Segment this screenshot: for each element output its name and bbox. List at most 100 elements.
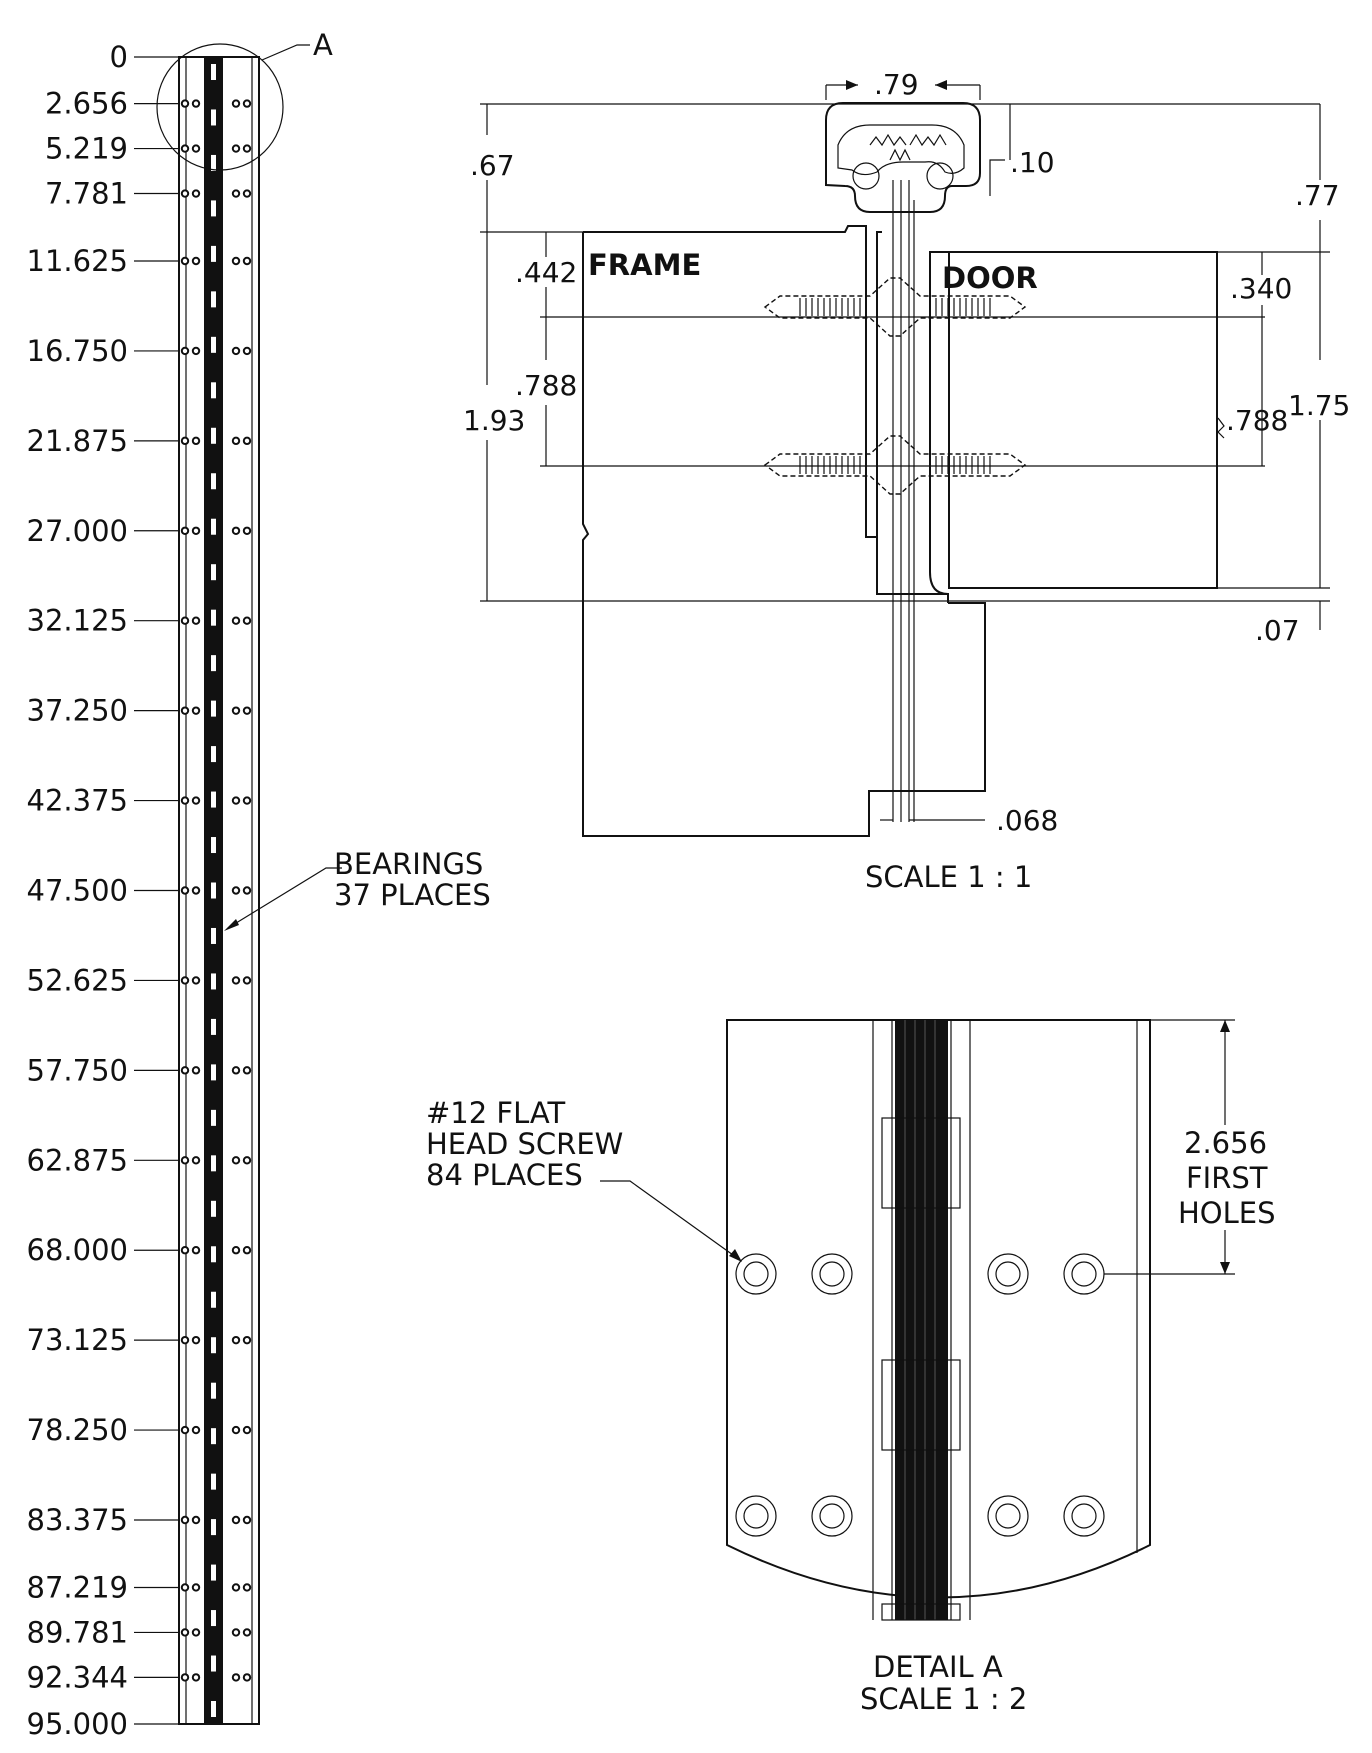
screw-note-line1: #12 FLAT [426, 1096, 566, 1130]
bearing-mark [211, 1018, 216, 1035]
screw-hole [191, 1628, 201, 1637]
screw-hole [242, 189, 252, 198]
screw-hole [231, 616, 241, 625]
detail-scale: SCALE 1 : 2 [860, 1682, 1027, 1716]
screw-hole [180, 616, 190, 625]
bearing-mark [211, 291, 216, 308]
bearing-marks [211, 64, 216, 1717]
screw-hole [231, 706, 241, 715]
screw-hole [180, 796, 190, 805]
bearing-mark [211, 837, 216, 854]
screw-hole [242, 1628, 252, 1637]
screw-hole [180, 1583, 190, 1592]
dim-leaf-thickness: .068 [996, 804, 1058, 837]
station-label: 87.219 [27, 1570, 128, 1604]
screw-hole [231, 1628, 241, 1637]
station-label: 78.250 [27, 1413, 128, 1447]
bearing-mark [211, 609, 216, 626]
station-label: 27.000 [27, 514, 128, 548]
screw-hole [242, 976, 252, 985]
dim-door-screw-offset: .340 [1230, 272, 1292, 305]
screw-hole [242, 1156, 252, 1165]
screw-hole [180, 189, 190, 198]
dim-frame-screw-offset: .442 [515, 256, 577, 289]
station-label: 52.625 [27, 963, 128, 997]
screw-hole [191, 1425, 201, 1435]
screw-hole [231, 1425, 241, 1435]
bearing-mark [211, 1428, 216, 1445]
screw-lower [763, 435, 1027, 495]
screw-hole [231, 346, 241, 356]
screw-hole [231, 189, 241, 198]
bearing-mark [211, 154, 216, 171]
screw-hole [191, 796, 201, 805]
bearing-mark [211, 1701, 216, 1717]
screw-hole [180, 1066, 190, 1075]
screw-hole [191, 526, 201, 535]
screw-hole [191, 1515, 201, 1525]
detail-bearing-upper [881, 1117, 961, 1209]
screw-hole [180, 976, 190, 985]
screw-hole [231, 1246, 241, 1255]
screw-hole [242, 526, 252, 535]
hinge-strip-view: 02.6565.2197.78111.62516.75021.87527.000… [27, 28, 491, 1741]
screw-hole [242, 886, 252, 895]
screw-hole [180, 1628, 190, 1637]
screw-hole [231, 1066, 241, 1075]
screw-hole [191, 1246, 201, 1255]
first-holes-value: 2.656 [1184, 1126, 1267, 1160]
detail-a-callout-circle [156, 43, 284, 171]
bearing-mark [211, 746, 216, 763]
dim-top-width: .79 [874, 68, 919, 101]
station-label: 7.781 [45, 177, 128, 211]
screw-hole [231, 526, 241, 535]
station-label: 2.656 [45, 87, 128, 121]
section-view: FRAME DOOR .79 .67 .10 .77 .442 .788 1.9… [463, 68, 1350, 894]
screw-hole [242, 1583, 252, 1592]
screw-hole [191, 346, 201, 356]
screw-hole [191, 256, 201, 266]
screw-hole [191, 1335, 201, 1345]
screw-hole [191, 99, 201, 108]
bearing-mark [211, 1155, 216, 1172]
screw-hole [231, 144, 241, 153]
door-label: DOOR [942, 261, 1038, 295]
screw-hole [191, 1673, 201, 1682]
bearing-mark [211, 655, 216, 672]
bearing-mark [211, 473, 216, 490]
screw-hole [180, 99, 190, 108]
station-label: 92.344 [27, 1660, 128, 1694]
screw-hole [242, 706, 252, 715]
station-label: 47.500 [27, 874, 128, 908]
screw-hole [242, 1066, 252, 1075]
screw-hole [180, 1425, 190, 1435]
detail-bearing-partial [881, 1603, 961, 1621]
screw-hole [231, 1156, 241, 1165]
dim-door-screw-spacing: .788 [1226, 404, 1288, 437]
screw-hole [180, 1335, 190, 1345]
bearing-mark [211, 336, 216, 353]
station-label: 32.125 [27, 604, 128, 638]
screw-hole [180, 256, 190, 266]
detail-screw-holes [735, 1253, 1105, 1537]
first-holes-label2: HOLES [1178, 1196, 1276, 1230]
bearing-mark [211, 1337, 216, 1354]
dim-bottom-gap: .07 [1255, 614, 1300, 647]
bearing-mark [211, 1382, 216, 1399]
station-label: 68.000 [27, 1233, 128, 1267]
bearing-mark [211, 700, 216, 717]
bearing-mark [211, 1291, 216, 1308]
station-label: 21.875 [27, 424, 128, 458]
screw-upper [763, 277, 1027, 337]
bearing-mark [211, 427, 216, 444]
detail-outline [726, 1019, 1151, 1599]
station-label: 89.781 [27, 1615, 128, 1649]
screw-hole [231, 1673, 241, 1682]
bearing-mark [211, 1473, 216, 1490]
dim-frame-screw-spacing: .788 [515, 369, 577, 402]
screw-hole [180, 1246, 190, 1255]
bearing-mark [211, 382, 216, 399]
section-scale: SCALE 1 : 1 [865, 860, 1032, 894]
screw-hole [231, 436, 241, 446]
screw-hole [231, 1515, 241, 1525]
